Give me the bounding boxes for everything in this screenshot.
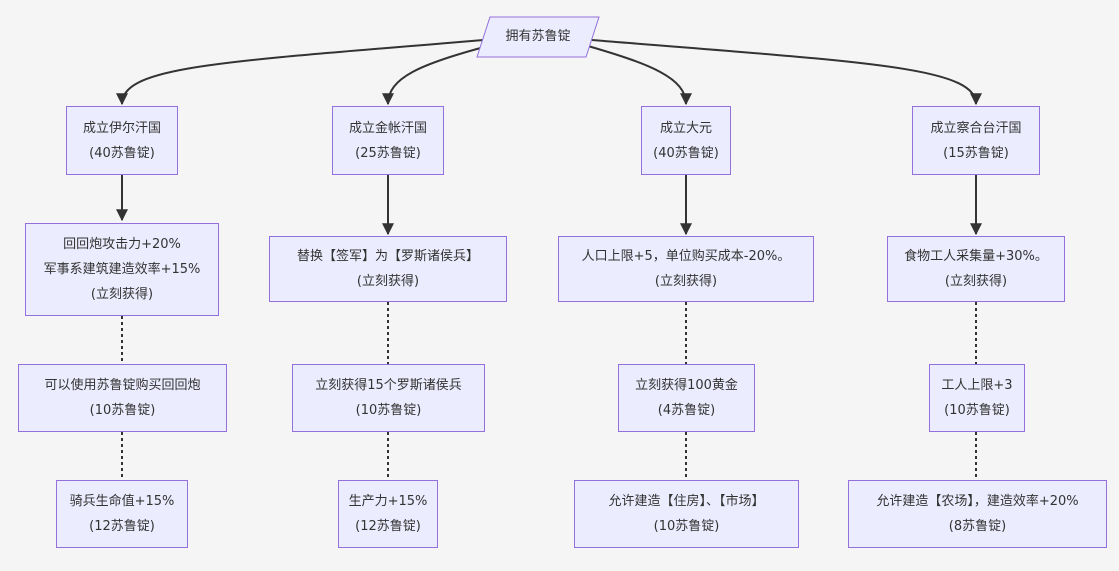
edge-root-to-ilkhanate: [116, 39, 485, 106]
edge-root-to-chagatai: [591, 39, 982, 106]
node-chagatai-option2-label: 允许建造【农场】，建造效率+20%: [876, 494, 1079, 509]
node-golden-horde-option2-label: 生产力+15%: [348, 494, 428, 509]
edge-root-to-yuan: [587, 45, 692, 106]
node-ilkhanate-cost: (40苏鲁锭): [89, 145, 155, 161]
node-chagatai-title: 成立察合台汗国: [930, 120, 1022, 136]
node-ilkhanate-title: 成立伊尔汗国: [82, 120, 161, 136]
node-ilkhanate-option2: 骑兵生命值+15% (12苏鲁锭): [56, 480, 188, 548]
node-ilkhanate-option1-label: 可以使用苏鲁锭购买回回炮: [44, 378, 201, 393]
root-node-label: 拥有苏鲁锭: [505, 29, 571, 44]
node-golden-horde-effect-line2: (立刻获得): [356, 274, 420, 289]
node-yuan-option2: 允许建造【住房】、【市场】 (10苏鲁锭): [574, 480, 799, 548]
node-golden-horde-option1-label: 立刻获得15个罗斯诸侯兵: [315, 378, 462, 393]
node-ilkhanate-option2-cost: (12苏鲁锭): [89, 519, 155, 534]
root-node: 拥有苏鲁锭: [476, 16, 600, 58]
node-ilkhanate-effect-line3: (立刻获得): [90, 287, 154, 302]
node-chagatai-option2: 允许建造【农场】，建造效率+20% (8苏鲁锭): [848, 480, 1107, 548]
node-golden-horde-effect: 替换【签军】为【罗斯诸侯兵】 (立刻获得): [269, 236, 507, 302]
node-golden-horde-option2-cost: (12苏鲁锭): [355, 519, 421, 534]
node-golden-horde-option1-cost: (10苏鲁锭): [355, 403, 422, 418]
node-yuan-cost: (40苏鲁锭): [653, 145, 719, 161]
node-ilkhanate-effect-line1: 回回炮攻击力+20%: [63, 237, 181, 252]
node-yuan-option1: 立刻获得100黄金 (4苏鲁锭): [618, 364, 755, 432]
node-chagatai-option1-label: 工人上限+3: [941, 378, 1013, 393]
node-chagatai-option2-cost: (8苏鲁锭): [948, 519, 1007, 534]
node-golden-horde-title: 成立金帐汗国: [348, 120, 427, 136]
node-ilkhanate-option1: 可以使用苏鲁锭购买回回炮 (10苏鲁锭): [18, 364, 227, 432]
node-yuan-option2-cost: (10苏鲁锭): [653, 519, 720, 534]
node-golden-horde-option1: 立刻获得15个罗斯诸侯兵 (10苏鲁锭): [292, 364, 485, 432]
node-golden-horde-cost: (25苏鲁锭): [355, 145, 421, 161]
node-chagatai-effect-line2: (立刻获得): [944, 274, 1008, 289]
node-golden-horde-option2: 生产力+15% (12苏鲁锭): [338, 480, 438, 548]
node-yuan-effect-line2: (立刻获得): [654, 274, 718, 289]
node-yuan-option1-cost: (4苏鲁锭): [657, 403, 716, 418]
node-chagatai-option1-cost: (10苏鲁锭): [944, 403, 1010, 418]
node-chagatai-option1: 工人上限+3 (10苏鲁锭): [929, 364, 1025, 432]
node-ilkhanate-option1-cost: (10苏鲁锭): [89, 403, 156, 418]
node-golden-horde: 成立金帐汗国 (25苏鲁锭): [332, 106, 444, 175]
node-golden-horde-effect-line1: 替换【签军】为【罗斯诸侯兵】: [296, 249, 479, 264]
node-yuan-effect-line1: 人口上限+5，单位购买成本-20%。: [581, 249, 791, 264]
node-chagatai-effect: 食物工人采集量+30%。 (立刻获得): [887, 236, 1065, 302]
node-yuan: 成立大元 (40苏鲁锭): [641, 106, 731, 175]
node-chagatai: 成立察合台汗国 (15苏鲁锭): [912, 106, 1040, 175]
node-ilkhanate-effect-line2: 军事系建筑建造效率+15%: [43, 262, 201, 277]
root-node-shape: [476, 16, 600, 58]
node-yuan-option1-label: 立刻获得100黄金: [635, 378, 738, 393]
node-yuan-effect: 人口上限+5，单位购买成本-20%。 (立刻获得): [558, 236, 814, 302]
node-yuan-title: 成立大元: [659, 120, 712, 136]
node-ilkhanate: 成立伊尔汗国 (40苏鲁锭): [66, 106, 178, 175]
node-yuan-option2-label: 允许建造【住房】、【市场】: [608, 494, 765, 509]
node-chagatai-cost: (15苏鲁锭): [943, 145, 1009, 161]
node-chagatai-effect-line1: 食物工人采集量+30%。: [904, 249, 1048, 264]
edge-root-to-golden-horde: [382, 45, 489, 106]
node-ilkhanate-effect: 回回炮攻击力+20% 军事系建筑建造效率+15% (立刻获得): [25, 223, 219, 316]
node-ilkhanate-option2-label: 骑兵生命值+15%: [69, 494, 175, 509]
